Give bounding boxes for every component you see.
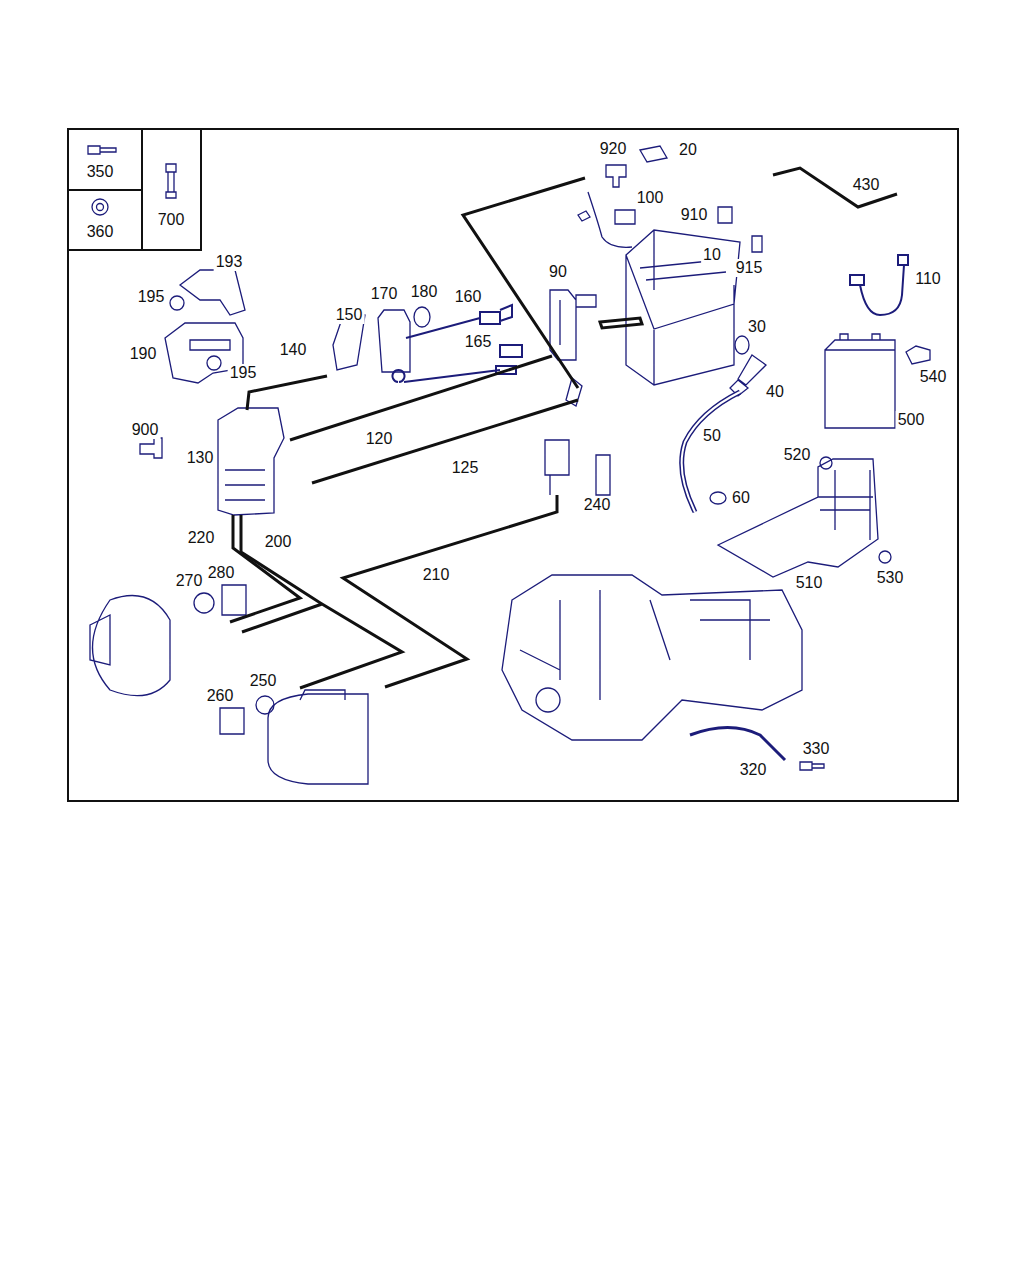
plate-part — [640, 146, 667, 162]
terminal — [578, 211, 590, 221]
bolt-symbol — [88, 146, 116, 154]
engine-transmission — [502, 575, 802, 740]
pulley — [536, 688, 560, 712]
callout-number: 150 — [334, 306, 365, 324]
callout-number: 60 — [730, 489, 752, 507]
callout-number: 210 — [421, 566, 452, 584]
cable-430 — [773, 168, 897, 207]
nut-symbol — [92, 199, 108, 215]
spacer-symbol — [166, 164, 176, 198]
callout-number: 165 — [463, 333, 494, 351]
vent-elbow — [730, 355, 766, 396]
callout-number: 195 — [136, 288, 167, 306]
cable-lead — [393, 345, 523, 382]
nut-symbol — [256, 696, 274, 714]
callout-number: 193 — [214, 253, 245, 271]
cable-lead — [406, 305, 512, 338]
cable-125 — [312, 400, 578, 483]
callout-number: 170 — [369, 285, 400, 303]
callout-number: 140 — [278, 341, 309, 359]
terminal-block — [378, 310, 410, 372]
battery-strap — [600, 318, 642, 328]
callout-number: 20 — [677, 141, 699, 159]
nut-symbol — [207, 356, 221, 370]
callout-number: 320 — [738, 761, 769, 779]
starter-motor — [268, 690, 368, 784]
callout-number: 250 — [248, 672, 279, 690]
callout-number: 50 — [701, 427, 723, 445]
callout-number: 700 — [156, 211, 187, 229]
tray-nut — [820, 457, 832, 469]
connector-part — [906, 346, 930, 364]
nut-hole — [97, 204, 104, 211]
callout-number: 510 — [794, 574, 825, 592]
cover-part — [180, 270, 245, 315]
callout-number: 125 — [450, 459, 481, 477]
battery — [626, 230, 740, 385]
callout-number: 430 — [851, 176, 882, 194]
alternator — [90, 596, 170, 696]
outer-frame — [68, 129, 958, 801]
battery-tray — [718, 459, 878, 577]
callout-number: 530 — [875, 569, 906, 587]
terminal-cable — [588, 192, 635, 247]
cover-part — [606, 165, 626, 187]
callout-number: 110 — [913, 270, 943, 288]
cable-210 — [343, 495, 557, 687]
callout-number: 920 — [598, 140, 629, 158]
cable-120 — [290, 356, 552, 440]
callout-number: 350 — [85, 163, 116, 181]
callout-number: 330 — [801, 740, 832, 758]
distributor-module — [218, 408, 284, 515]
callout-number: 30 — [746, 318, 768, 336]
callout-number: 280 — [206, 564, 237, 582]
callout-number: 910 — [679, 206, 710, 224]
callout-number: 200 — [263, 533, 294, 551]
vent-plug — [735, 336, 749, 354]
callout-number: 260 — [205, 687, 236, 705]
callout-number: 40 — [764, 383, 786, 401]
callout-number: 220 — [186, 529, 217, 547]
callout-number: 500 — [896, 411, 927, 429]
ground-cable — [850, 255, 908, 315]
callout-number: 160 — [453, 288, 484, 306]
inset-grid — [68, 129, 201, 250]
grommet — [710, 492, 726, 504]
terminal-cap — [220, 708, 244, 734]
nut-symbol — [170, 296, 184, 310]
cable-140 — [247, 376, 327, 410]
callout-number: 10 — [701, 246, 723, 264]
callout-number: 90 — [547, 263, 569, 281]
bushing — [414, 307, 430, 327]
tray-nut — [879, 551, 891, 563]
cable-main — [463, 178, 585, 388]
callout-number: 120 — [364, 430, 395, 448]
callout-number: 900 — [130, 421, 161, 439]
ground-strap — [690, 728, 785, 761]
callout-number: 360 — [85, 223, 116, 241]
terminal-part — [545, 440, 610, 495]
callout-number: 520 — [782, 446, 813, 464]
callout-number: 180 — [409, 283, 440, 301]
callout-number: 270 — [174, 572, 205, 590]
callout-number: 915 — [734, 259, 765, 277]
terminal-cap — [222, 585, 246, 615]
nut-symbol — [194, 593, 214, 613]
callout-number: 195 — [228, 364, 259, 382]
frame — [68, 129, 958, 801]
bracket-part — [550, 290, 596, 360]
bolt-symbol — [800, 762, 824, 770]
callout-number: 100 — [635, 189, 666, 207]
callout-number: 190 — [128, 345, 159, 363]
cables — [230, 168, 897, 688]
aux-battery — [825, 334, 895, 428]
connector-part — [140, 438, 162, 458]
callout-number: 240 — [582, 496, 613, 514]
callout-number: 540 — [918, 368, 949, 386]
callout-number: 130 — [185, 449, 216, 467]
parts — [88, 146, 930, 784]
